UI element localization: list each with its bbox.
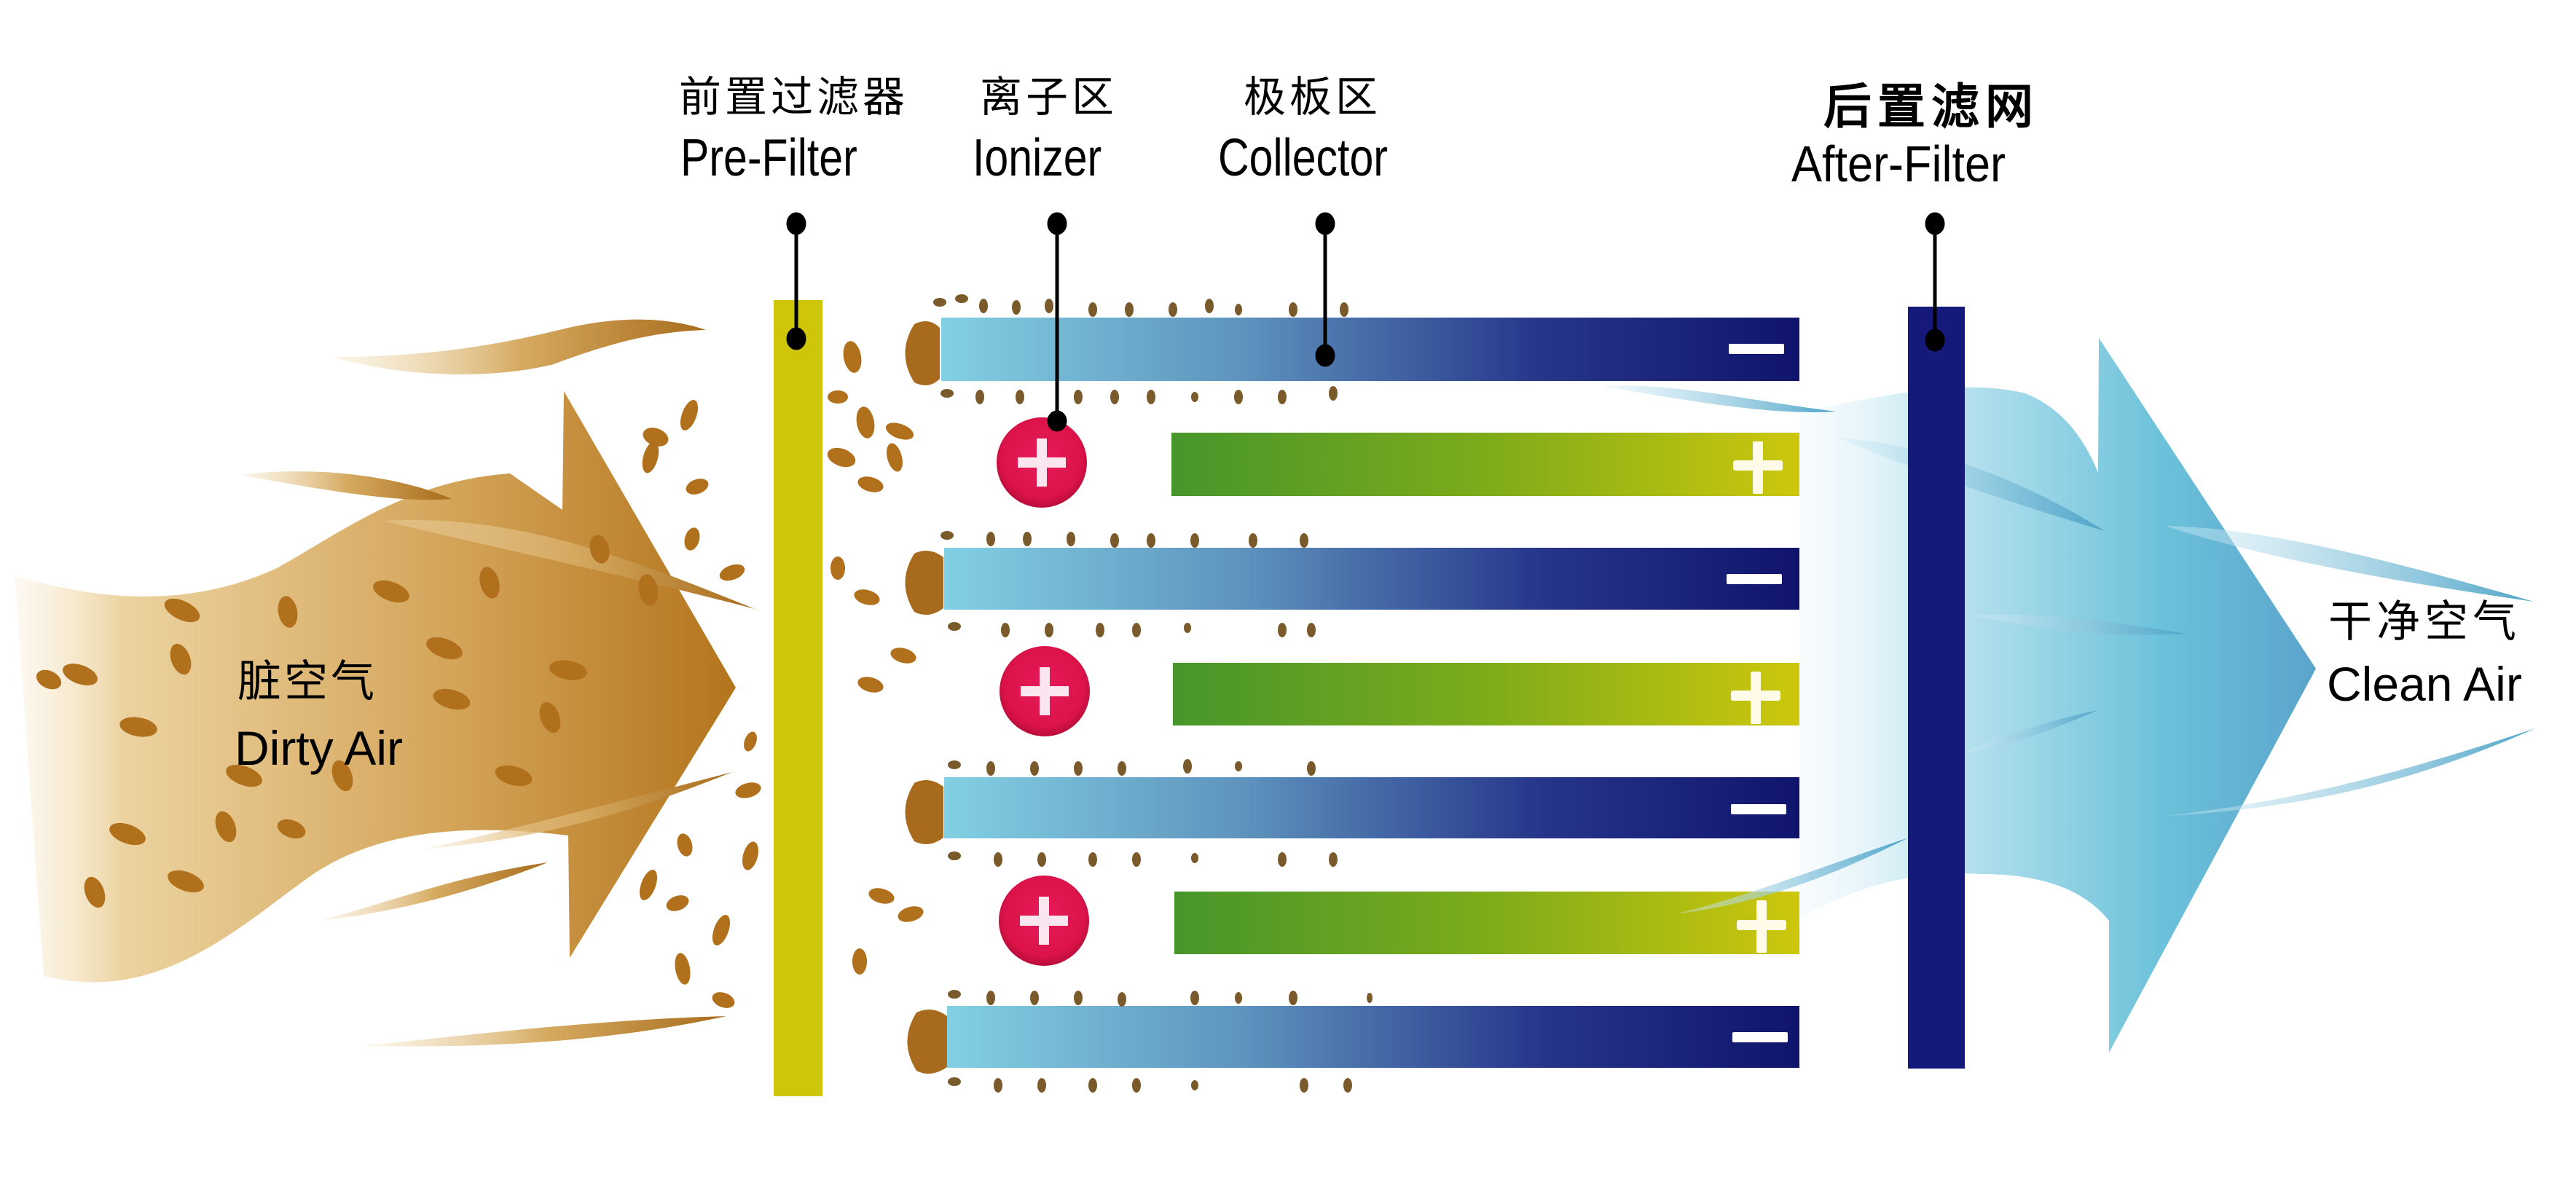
- dirty-air-label-en: Dirty Air: [235, 721, 403, 775]
- pre-filter-label-en: Pre-Filter: [680, 129, 857, 187]
- collector-label-zh: 极板区: [1244, 72, 1382, 122]
- ionizer-label-zh: 离子区: [980, 72, 1118, 122]
- ionizer-electrode: [997, 417, 1087, 508]
- clean-air-label-zh: 干净空气: [2328, 597, 2521, 648]
- dust-particles: [36, 341, 924, 1008]
- ionizers: [997, 417, 1090, 966]
- dirty-air-arrow: [15, 319, 924, 1047]
- dirty-air-label-zh: 脏空气: [237, 656, 377, 707]
- positive-plate: [1171, 433, 1799, 496]
- clean-air-label-en: Clean Air: [2327, 657, 2522, 711]
- after-filter-label-en: After-Filter: [1791, 135, 2006, 192]
- ionizer-electrode: [1000, 646, 1090, 736]
- plus-sign-icon: [1731, 441, 1786, 953]
- dust-on-plates: [933, 294, 1373, 1093]
- negative-plate: [947, 1006, 1799, 1068]
- positive-plate: [1174, 892, 1799, 954]
- collected-dust: [905, 321, 947, 1074]
- collector-plates: [905, 294, 1799, 1093]
- pre-filter-label-zh: 前置过滤器: [679, 72, 909, 122]
- leader-lines: [786, 212, 1945, 432]
- after-filter-label-zh: 后置滤网: [1823, 79, 2039, 135]
- ionizer-label-en: Ionizer: [973, 129, 1102, 187]
- positive-plate: [1173, 663, 1799, 725]
- pre-filter-panel: [774, 300, 822, 1096]
- negative-plate: [944, 777, 1799, 838]
- negative-plate: [941, 318, 1799, 381]
- after-filter-panel: [1908, 307, 1965, 1069]
- negative-plate: [944, 548, 1799, 610]
- minus-sign-icon: [1727, 344, 1788, 1042]
- collector-label-en: Collector: [1218, 129, 1388, 187]
- ionizer-electrode: [999, 876, 1089, 966]
